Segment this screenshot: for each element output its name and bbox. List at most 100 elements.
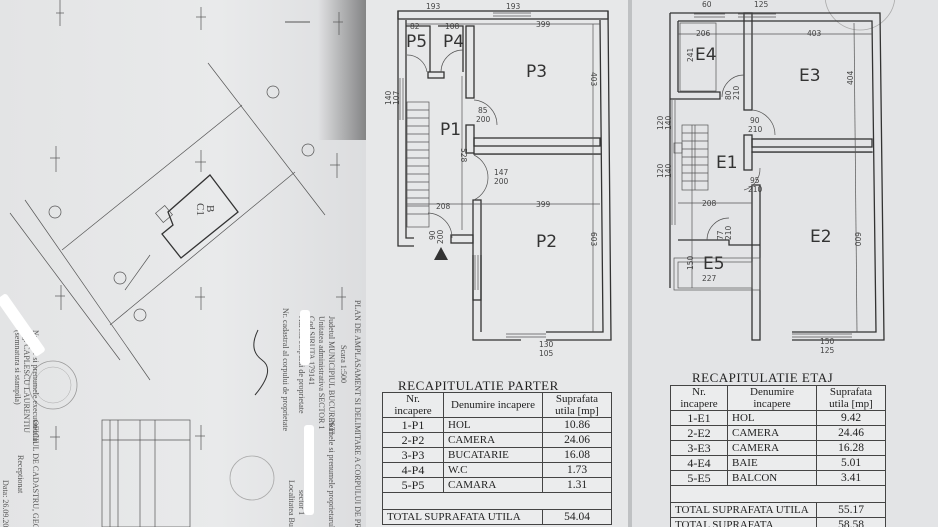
row-area: 9.42 bbox=[816, 410, 886, 426]
table-row: 3-P3 BUCATARIE 16.08 bbox=[382, 447, 612, 463]
dim-door-e3-h: 210 bbox=[748, 125, 763, 134]
room-e5-label: E5 bbox=[703, 254, 725, 274]
header-nr: Nr. incapere bbox=[670, 385, 728, 411]
recap-etaj-title: RECAPITULATIE ETAJ bbox=[692, 370, 834, 385]
unitate-text: Unitatea administrativa SECTOR 1 bbox=[317, 316, 326, 430]
total2-label: TOTAL SUPRAFATA bbox=[670, 517, 817, 527]
dim-p2-width: 399 bbox=[536, 200, 551, 209]
row-area: 16.28 bbox=[816, 440, 886, 456]
total-label: TOTAL SUPRAFATA UTILA bbox=[670, 502, 817, 518]
row-name: BUCATARIE bbox=[443, 447, 543, 463]
row-nr: 2-E2 bbox=[670, 425, 728, 441]
page-shadow bbox=[318, 0, 366, 140]
spacer-row bbox=[382, 492, 612, 510]
total-value: 55.17 bbox=[816, 502, 886, 518]
row-area: 3.41 bbox=[816, 470, 886, 486]
row-name: BAIE bbox=[727, 455, 817, 471]
table-row: 2-P2 CAMERA 24.06 bbox=[382, 432, 612, 448]
dim-e4-width: 206 bbox=[696, 29, 711, 38]
recap-etaj-table: Nr. incapere Denumire incapere Suprafata… bbox=[670, 385, 886, 527]
dim-win-top-1: 60 bbox=[702, 0, 712, 9]
dim-p3-width: 399 bbox=[536, 20, 551, 29]
dim-p5-width: 82 bbox=[410, 22, 420, 31]
row-nr: 3-E3 bbox=[670, 440, 728, 456]
total2-row: TOTAL SUPRAFATA 58.58 bbox=[670, 517, 886, 527]
dim-window-bottom: 130 bbox=[539, 340, 554, 349]
row-name: CAMARA bbox=[443, 477, 543, 493]
dim-window-left-h: 107 bbox=[392, 90, 401, 105]
total-row: TOTAL SUPRAFATA UTILA 55.17 bbox=[670, 502, 886, 518]
row-area: 16.08 bbox=[542, 447, 612, 463]
dim-door-e3: 90 bbox=[750, 116, 760, 125]
dim-door-e2-h: 210 bbox=[748, 185, 763, 194]
row-area: 24.06 bbox=[542, 432, 612, 448]
page-separator bbox=[628, 0, 632, 527]
table-row: 2-E2 CAMERA 24.46 bbox=[670, 425, 886, 441]
row-nr: 1-E1 bbox=[670, 410, 728, 426]
row-name: BALCON bbox=[727, 470, 817, 486]
table-row: 4-P4 W.C 1.73 bbox=[382, 462, 612, 478]
dim-hall-width: 208 bbox=[702, 199, 717, 208]
dim-door-p2-h: 200 bbox=[494, 177, 509, 186]
row-nr: 1-P1 bbox=[382, 417, 444, 433]
header-suprafata: Suprafata utila [mp] bbox=[542, 392, 612, 418]
dim-win-left-2b: 140 bbox=[664, 163, 673, 178]
proprietar-label: Numele si prenumele proprietarului bbox=[327, 420, 336, 527]
recap-parter-table: Nr. incapere Denumire incapere Suprafata… bbox=[382, 392, 612, 525]
dim-window-bottom-h: 105 bbox=[539, 349, 554, 358]
dim-p2-height: 603 bbox=[589, 232, 598, 247]
nr-cadastral-label: Nr. cadastral al corpului de proprietate bbox=[281, 308, 290, 432]
header-suprafata: Suprafata utila [mp] bbox=[816, 385, 886, 411]
dim-p1-height: 528 bbox=[459, 148, 468, 163]
row-nr: 4-E4 bbox=[670, 455, 728, 471]
spacer-row bbox=[670, 485, 886, 503]
room-p2-label: P2 bbox=[536, 232, 558, 252]
dim-top-2: 193 bbox=[506, 2, 521, 11]
table-row: 5-E5 BALCON 3.41 bbox=[670, 470, 886, 486]
site-plan-title: PLAN DE AMPLASAMENT SI DELIMITARE A CORP… bbox=[353, 300, 362, 527]
redaction-mark bbox=[304, 425, 314, 515]
header-denumire: Denumire incapere bbox=[443, 392, 543, 418]
room-p1-label: P1 bbox=[440, 120, 462, 140]
dim-win-bottom: 150 bbox=[820, 337, 835, 346]
total-row: TOTAL SUPRAFATA UTILA 54.04 bbox=[382, 509, 612, 525]
dim-win-top-2: 125 bbox=[754, 0, 769, 9]
dim-door-e2: 95 bbox=[750, 176, 760, 185]
table-header-row: Nr. incapere Denumire incapere Suprafata… bbox=[670, 385, 886, 411]
dim-win-left-1b: 140 bbox=[664, 115, 673, 130]
row-name: HOL bbox=[443, 417, 543, 433]
table-header-row: Nr. incapere Denumire incapere Suprafata… bbox=[382, 392, 612, 418]
site-plan-panel: PLAN DE AMPLASAMENT SI DELIMITARE A CORP… bbox=[0, 0, 366, 527]
dim-door-p2: 147 bbox=[494, 168, 509, 177]
room-e3-label: E3 bbox=[799, 66, 821, 86]
dim-e3-height: 404 bbox=[846, 70, 855, 85]
room-e2-label: E2 bbox=[810, 227, 832, 247]
building-code: C1 bbox=[194, 203, 206, 216]
row-nr: 5-E5 bbox=[670, 470, 728, 486]
oficiu-text: OFICIUL DE CADASTRU, GEODEZIE SI CARTOGR… bbox=[31, 420, 40, 527]
table-row: 3-E3 CAMERA 16.28 bbox=[670, 440, 886, 456]
row-area: 1.73 bbox=[542, 462, 612, 478]
row-area: 24.46 bbox=[816, 425, 886, 441]
room-e4-label: E4 bbox=[695, 45, 717, 65]
table-row: 1-P1 HOL 10.86 bbox=[382, 417, 612, 433]
table-row: 5-P5 CAMARA 1.31 bbox=[382, 477, 612, 493]
ground-floor-plan bbox=[397, 10, 612, 341]
upper-floor-plan bbox=[669, 0, 896, 341]
site-plan-scale: Scara 1:500 bbox=[339, 345, 348, 383]
date-text: Data: 26.09.2003 bbox=[1, 480, 10, 527]
dim-e2-height: 600 bbox=[853, 232, 862, 247]
header-denumire: Denumire incapere bbox=[727, 385, 817, 411]
judet-text: Judetul MUNICIPIUL BUCURESTI bbox=[327, 316, 336, 435]
dim-door-p3-h: 200 bbox=[476, 115, 491, 124]
receptionat-text: Receptionat bbox=[16, 455, 25, 494]
dim-door-e4-h: 210 bbox=[732, 85, 741, 100]
row-name: CAMERA bbox=[727, 440, 817, 456]
site-plan-drawing bbox=[9, 0, 346, 527]
upper-floor-panel: E4 E3 E1 E2 E5 60 125 206 403 208 227 24… bbox=[632, 0, 938, 527]
dim-p3-height: 403 bbox=[589, 72, 598, 87]
dim-top-1: 193 bbox=[426, 2, 441, 11]
redaction-mark bbox=[300, 310, 310, 365]
dim-hall-width: 208 bbox=[436, 202, 451, 211]
dim-door-p3: 85 bbox=[478, 106, 488, 115]
